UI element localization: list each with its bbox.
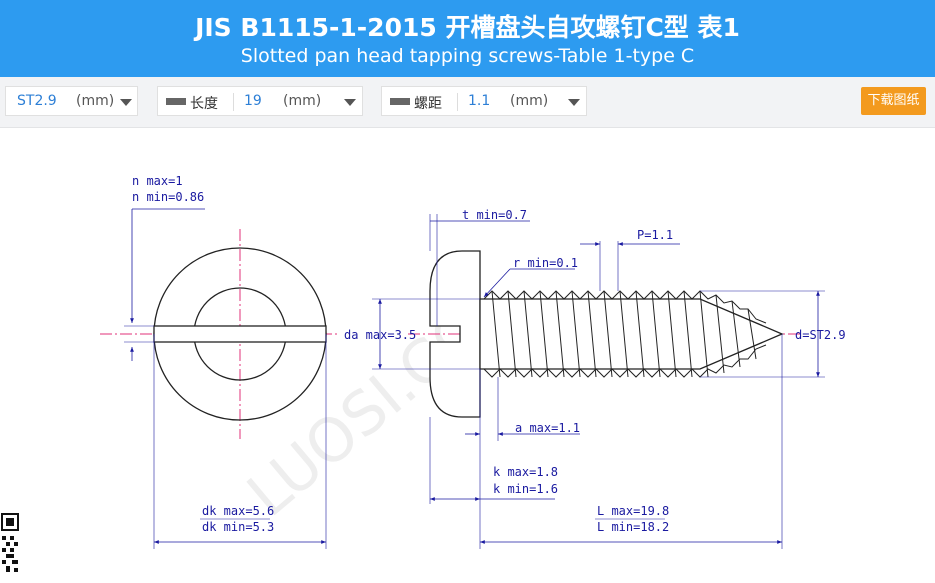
screw-drawing: LUOSI.CC n max=1 n min=0.86 dk max=5.6 d… xyxy=(100,174,846,549)
length-value: 19 xyxy=(244,93,262,109)
pitch-label: P=1.1 xyxy=(637,228,673,242)
page-subtitle: Slotted pan head tapping screws-Table 1-… xyxy=(240,45,695,67)
pitch-label: 螺距 xyxy=(414,96,442,112)
head-front-view xyxy=(100,208,340,549)
chevron-down-icon xyxy=(344,99,356,106)
dk-min-label: dk min=5.3 xyxy=(202,520,274,534)
n-max-label: n max=1 xyxy=(132,174,183,188)
toolbar: ST2.9 (mm) 长度 19 (mm) 螺距 1.1 (mm) xyxy=(0,77,935,128)
length-unit: (mm) xyxy=(283,93,322,109)
divider xyxy=(233,93,234,111)
L-max-label: L max=19.8 xyxy=(597,504,669,518)
chevron-down-icon xyxy=(120,99,132,106)
download-drawing-button[interactable]: 下载图纸 xyxy=(861,87,926,115)
page-header: JIS B1115-1-2015 开槽盘头自攻螺钉C型 表1 Slotted p… xyxy=(0,0,935,77)
k-min-label: k min=1.6 xyxy=(493,482,558,496)
t-min-label: t min=0.7 xyxy=(462,208,527,222)
da-max-label: da max=3.5 xyxy=(344,328,416,342)
ruler-icon xyxy=(390,98,410,105)
dk-max-label: dk max=5.6 xyxy=(202,504,274,518)
divider xyxy=(457,93,458,111)
r-min-label: r min=0.1 xyxy=(513,256,578,270)
chevron-down-icon xyxy=(568,99,580,106)
L-min-label: L min=18.2 xyxy=(597,520,669,534)
length-label: 长度 xyxy=(190,96,218,112)
qr-code xyxy=(0,500,20,579)
k-max-label: k max=1.8 xyxy=(493,465,558,479)
n-min-label: n min=0.86 xyxy=(132,190,204,204)
spec-select[interactable]: ST2.9 (mm) xyxy=(5,86,138,116)
d-label: d=ST2.9 xyxy=(795,328,846,342)
pitch-unit: (mm) xyxy=(510,93,549,109)
length-select[interactable]: 长度 19 (mm) xyxy=(157,86,363,116)
page-title: JIS B1115-1-2015 开槽盘头自攻螺钉C型 表1 xyxy=(195,13,740,42)
spec-value: ST2.9 xyxy=(17,93,57,109)
a-max-label: a max=1.1 xyxy=(515,421,580,435)
spec-unit: (mm) xyxy=(76,93,115,109)
ruler-icon xyxy=(166,98,186,105)
pitch-value: 1.1 xyxy=(468,93,491,109)
pitch-select[interactable]: 螺距 1.1 (mm) xyxy=(381,86,587,116)
screw-side-view xyxy=(372,214,825,549)
